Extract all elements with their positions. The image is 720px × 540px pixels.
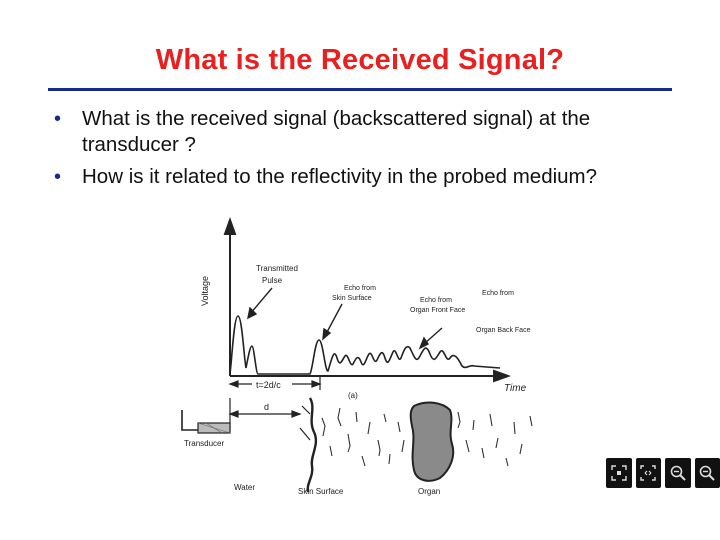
annotation-arrows: [247, 287, 443, 350]
time-marker-label: t=2d/c: [256, 380, 281, 390]
fullscreen-icon: [640, 465, 656, 481]
slide-title: What is the Received Signal?: [155, 44, 565, 76]
x-axis-label: Time: [504, 383, 527, 394]
echo-skin-label: Echo from: [344, 285, 376, 292]
skin-hatch: [299, 427, 311, 441]
bullet-item: • How is it related to the reflectivity …: [52, 164, 692, 190]
organ-shape: [409, 401, 455, 482]
time-marker-bg: [252, 378, 292, 390]
echo-organ-back-label: Echo from: [482, 290, 514, 297]
viewer-controls: [606, 458, 720, 488]
transmitted-pulse-label: Transmitted: [256, 264, 298, 273]
bullet-text: What is the received signal (backscatter…: [82, 107, 591, 156]
title-divider: [48, 88, 672, 91]
zoom-out-button[interactable]: [694, 458, 720, 488]
distance-marker-label: d: [264, 402, 269, 412]
tissue-scatterers: [321, 407, 533, 467]
zoom-in-button[interactable]: [665, 458, 691, 488]
zoom-out-icon: [699, 465, 715, 481]
bullet-icon: •: [54, 108, 62, 130]
skin-hatch: [301, 405, 311, 415]
transducer-icon: [181, 410, 231, 434]
skin-surface-label: Skin Surface: [298, 487, 344, 496]
organ-label: Organ: [418, 487, 440, 496]
skin-surface-line: [306, 397, 318, 493]
transmitted-pulse-label: Pulse: [262, 276, 283, 285]
received-signal-trace: [229, 315, 501, 375]
fit-screen-icon: [611, 465, 627, 481]
echo-skin-label: Skin Surface: [332, 295, 372, 302]
bullet-text: How is it related to the reflectivity in…: [82, 165, 598, 188]
zoom-in-icon: [670, 465, 686, 481]
fit-screen-button[interactable]: [606, 458, 632, 488]
bullet-icon: •: [54, 166, 62, 188]
echo-organ-front-label: Organ Front Face: [410, 307, 465, 314]
y-axis-label: Voltage: [200, 276, 210, 306]
echo-organ-front-label: Echo from: [420, 297, 452, 304]
fullscreen-button[interactable]: [635, 458, 661, 488]
ultrasound-echo-figure: Voltage Time Transmitted Pulse Echo from…: [170, 208, 560, 498]
water-label: Water: [234, 483, 255, 492]
bullet-list: • What is the received signal (backscatt…: [52, 106, 692, 196]
signal-axes: [223, 217, 511, 383]
bullet-item: • What is the received signal (backscatt…: [52, 106, 692, 158]
transducer-label: Transducer: [184, 439, 225, 448]
panel-label: (a): [348, 391, 358, 400]
echo-organ-back-label: Organ Back Face: [476, 327, 531, 334]
